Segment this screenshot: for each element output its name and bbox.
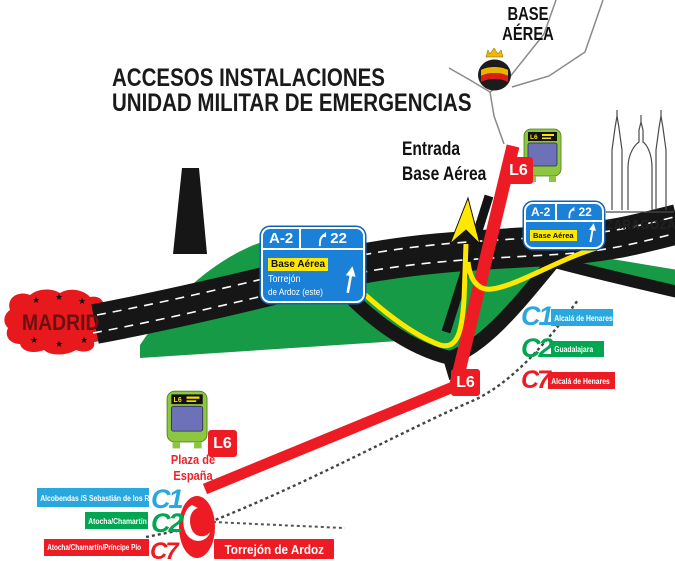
service-stem-road bbox=[173, 168, 207, 254]
exit-cell: 22 bbox=[299, 229, 363, 248]
rail-line-dashed bbox=[145, 299, 579, 539]
exit-icon bbox=[319, 231, 327, 246]
c2-line-logo: C2 bbox=[521, 333, 553, 363]
station-circle bbox=[179, 496, 215, 558]
route-yellow-east bbox=[465, 244, 601, 292]
sign-dest-base-aerea: Base Aérea bbox=[268, 258, 329, 271]
exit-number: 22 bbox=[330, 230, 347, 247]
destination-box-c1-right: Alcalá de Henares bbox=[551, 309, 613, 326]
highway-sign-left: A-2 22 Base Aérea Torrejón de Ardoz (est… bbox=[261, 227, 365, 303]
station-name-label: Torrejón de Ardoz bbox=[214, 539, 334, 559]
c7-line-logo: C7 bbox=[150, 538, 179, 561]
bus-stop-label: Plaza de España bbox=[170, 452, 216, 483]
c7-line-logo: C7 bbox=[521, 366, 551, 394]
road-number: A-2 bbox=[269, 230, 294, 247]
title-line1: ACCESOS INSTALACIONES bbox=[112, 64, 385, 92]
exit-icon bbox=[568, 206, 575, 218]
bus-icon: L6 bbox=[166, 390, 208, 449]
destination-box-c7-left: Atocha/Chamartín/Príncipe Pío bbox=[44, 539, 149, 556]
lane-arrow-icon bbox=[345, 266, 356, 294]
exit-number: 22 bbox=[578, 205, 592, 219]
star-icon: ★ bbox=[55, 339, 63, 349]
destination-box-c7-right: Alcalá de Henares bbox=[548, 372, 615, 389]
bus-icon: L6 bbox=[523, 128, 562, 182]
l6-badge-top: L6 bbox=[504, 157, 533, 184]
star-icon: ★ bbox=[55, 292, 63, 302]
base-aerea-label: BASE AÉREA bbox=[502, 4, 554, 44]
page-title: ACCESOS INSTALACIONES UNIDAD MILITAR DE … bbox=[112, 66, 472, 116]
c1-line-logo: C1 bbox=[521, 301, 553, 331]
highway-a2-road bbox=[91, 204, 675, 344]
exit-cell: 22 bbox=[555, 204, 602, 220]
road-number: A-2 bbox=[531, 205, 551, 219]
bus-route-l6-upper bbox=[449, 144, 520, 386]
yellow-arrowhead bbox=[449, 196, 481, 246]
military-emblem-icon bbox=[478, 47, 511, 91]
highway-sign-right: A-2 22 Base Aérea bbox=[524, 202, 604, 249]
entrance-label: Entrada Base Aérea bbox=[402, 139, 487, 185]
route-yellow-west bbox=[336, 243, 469, 349]
l6-badge-middle: L6 bbox=[451, 369, 480, 396]
star-icon: ★ bbox=[30, 335, 38, 345]
lane-line-bottom bbox=[92, 232, 675, 334]
destination-box-c1-left: Alcobendas /S Sebastián de los R bbox=[37, 488, 149, 507]
sign-dest-base-aerea: Base Aérea bbox=[530, 230, 577, 241]
svg-text:L6: L6 bbox=[530, 134, 538, 141]
bus-route-l6-lower bbox=[202, 379, 461, 495]
c2-line-logo: C2 bbox=[151, 508, 183, 538]
star-icon: ★ bbox=[80, 335, 88, 345]
destination-box-c2-right: Guadalajara bbox=[551, 341, 604, 357]
star-icon: ★ bbox=[78, 296, 86, 306]
madrid-blob: ★ ★ ★ ★ ★ ★ bbox=[4, 289, 109, 355]
madrid-label: MADRID bbox=[22, 310, 100, 335]
l6-badge-bottom: L6 bbox=[208, 430, 237, 457]
rail-line-east-segment bbox=[212, 521, 346, 529]
zaragoza-skyline-icon bbox=[606, 110, 674, 213]
lane-line-top bbox=[96, 215, 675, 316]
star-icon: ★ bbox=[32, 295, 40, 305]
destination-box-c2-left: Atocha/Chamartín bbox=[85, 512, 148, 529]
sign-dest-torrejon: Torrejón bbox=[268, 274, 301, 285]
lane-arrow-icon bbox=[589, 223, 596, 243]
title-line2: UNIDAD MILITAR DE EMERGENCIAS bbox=[112, 89, 472, 117]
svg-text:L6: L6 bbox=[174, 397, 182, 404]
zaragoza-label: ZARAGOZA bbox=[606, 217, 675, 232]
sign-dest-este: de Ardoz (este) bbox=[268, 287, 323, 297]
c1-line-logo: C1 bbox=[151, 484, 183, 514]
